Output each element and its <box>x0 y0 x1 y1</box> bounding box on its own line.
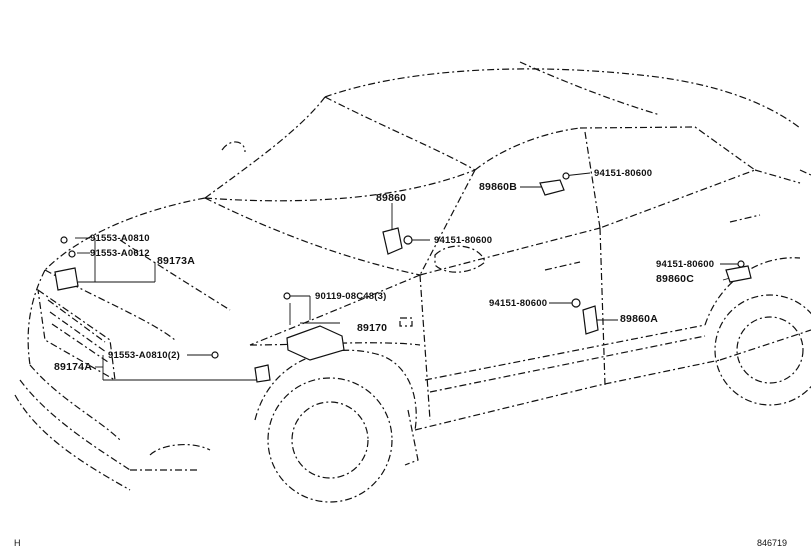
sensor-89860B <box>539 179 565 196</box>
label-94151-80600-top: 94151-80600 <box>594 168 653 179</box>
label-94151-80600-right: 94151-80600 <box>656 259 715 270</box>
sensor-89860A <box>582 305 599 335</box>
nut-94151-right <box>737 260 745 268</box>
nut-94151-lower <box>571 298 581 308</box>
label-89173A: 89173A <box>157 255 195 267</box>
sensor-89174A <box>254 364 271 383</box>
label-89860C: 89860C <box>656 273 694 285</box>
label-91553-A0810-2: 91553-A0810(2) <box>108 350 180 361</box>
label-94151-80600-lower: 94151-80600 <box>489 298 548 309</box>
bolt-90119 <box>283 292 291 300</box>
sensor-89860 <box>382 227 403 255</box>
sensor-89173A <box>54 267 79 291</box>
label-89860B: 89860B <box>479 181 517 193</box>
nut-94151-mid <box>403 235 413 245</box>
label-94151-80600-mid: 94151-80600 <box>434 235 493 246</box>
parts <box>54 172 752 383</box>
sensor-89860C <box>725 265 752 283</box>
label-89860A: 89860A <box>620 313 658 325</box>
label-89860: 89860 <box>376 192 407 204</box>
bolt-91553-A0810-2 <box>211 351 219 359</box>
label-91553-A0810: 91553-A0810 <box>90 233 150 244</box>
label-89170: 89170 <box>357 322 388 334</box>
label-89174A: 89174A <box>54 361 92 373</box>
nut-94151-top <box>562 172 570 180</box>
bolt-91553-A0810 <box>60 236 68 244</box>
car-body-outline <box>14 61 811 503</box>
ecu-89170 <box>286 325 345 361</box>
label-90119-08C48: 90119-08C48(3) <box>315 291 387 302</box>
corner-left-code: H <box>14 538 21 548</box>
figure-number: 846719 <box>757 538 788 548</box>
label-91553-A0612: 91553-A0612 <box>90 248 150 259</box>
bolt-91553-A0612 <box>68 250 76 258</box>
